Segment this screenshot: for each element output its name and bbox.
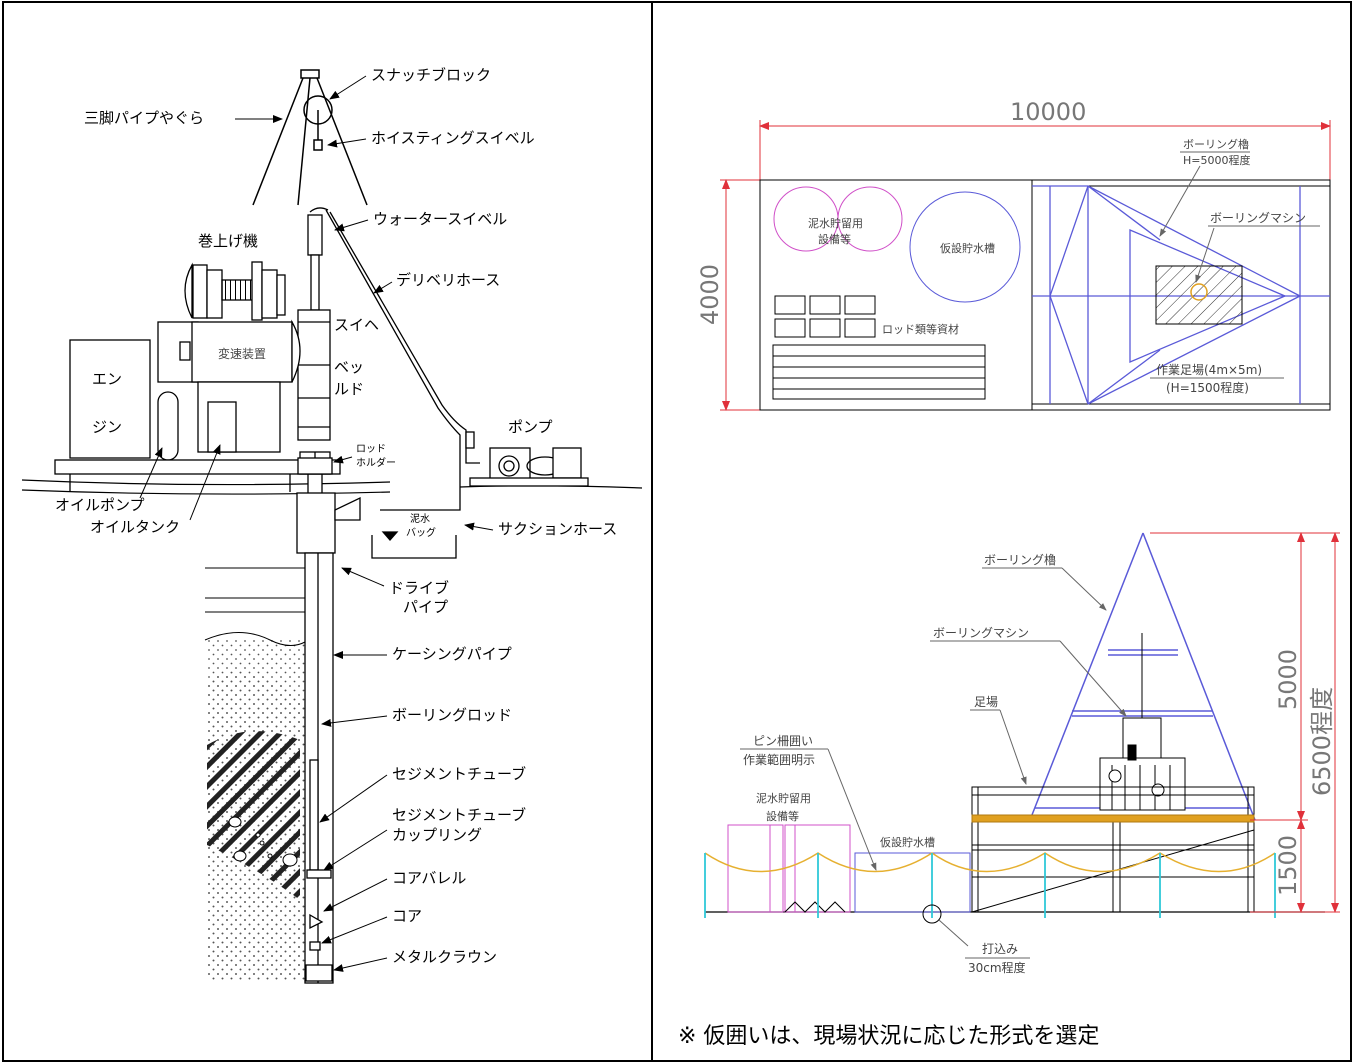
svg-text:エン: エン xyxy=(92,370,122,388)
dim-1500-label: 1500 xyxy=(1274,835,1302,896)
label-mud-storage-elev-2: 設備等 xyxy=(766,809,799,823)
svg-text:ホルダー: ホルダー xyxy=(356,456,396,469)
label-delivery-hose: デリベリホース xyxy=(396,271,500,289)
label-oil-tank: オイルタンク xyxy=(90,518,180,536)
mud-storage-elevation xyxy=(727,824,851,913)
soil-boundary xyxy=(204,632,306,646)
label-casing-pipe: ケーシングパイプ xyxy=(392,645,512,663)
mud-storage-base xyxy=(784,901,846,913)
svg-text:ロッド: ロッド xyxy=(356,444,386,455)
hoist xyxy=(184,261,286,321)
label-engine: エン ジン xyxy=(92,370,122,436)
water-tank-elevation xyxy=(854,852,971,913)
clay-layer xyxy=(207,731,300,900)
label-metal-crown: メタルクラウン xyxy=(392,948,497,966)
label-hoist: 巻上げ機 xyxy=(198,232,258,250)
label-tripod: 三脚パイプやぐら xyxy=(84,109,204,127)
boring-machine-elevation xyxy=(1099,633,1186,811)
label-fence-1: ピン柵囲い xyxy=(753,734,813,748)
label-tower-elevation: ボーリング櫓 xyxy=(984,553,1056,567)
label-sediment-coupling: セジメントチューブ カップリング xyxy=(392,806,526,844)
label-suction-hose: サクションホース xyxy=(498,520,617,538)
svg-text:セジメントチューブ: セジメントチューブ xyxy=(392,806,526,824)
label-driven-1: 打込み xyxy=(982,942,1018,956)
delivery-hose xyxy=(325,209,461,511)
svg-text:ドライブ: ドライブ xyxy=(389,579,449,597)
water-tank-circle xyxy=(909,191,1021,303)
label-swivel-head: スイヘ ベッ ルド xyxy=(334,316,379,398)
label-sediment-tube: セジメントチューブ xyxy=(392,765,526,783)
dim-6500-label: 6500程度 xyxy=(1308,687,1336,796)
transmission-unit xyxy=(157,319,301,453)
dim-5000-label: 5000 xyxy=(1274,649,1302,710)
casing-string xyxy=(296,492,361,984)
label-core-barrel: コアバレル xyxy=(392,869,466,887)
tower-elevation xyxy=(1029,532,1256,821)
label-driven-2: 30cm程度 xyxy=(968,960,1026,975)
svg-text:カップリング: カップリング xyxy=(392,826,482,844)
pump-unit xyxy=(465,431,589,487)
label-tower-plan-2: H=5000程度 xyxy=(1183,153,1250,167)
scaffold-outline xyxy=(1031,179,1331,411)
delivery-hose-2 xyxy=(329,211,480,464)
label-oil-pump: オイルポンプ xyxy=(55,496,145,514)
scaffold-platform xyxy=(971,814,1255,823)
note-text: ※ 仮囲いは、現場状況に応じた形式を選定 xyxy=(678,1024,1099,1049)
svg-text:パイプ: パイプ xyxy=(403,598,448,616)
pin-depth-marker xyxy=(922,904,942,924)
label-machine-plan: ボーリングマシン xyxy=(1210,211,1306,225)
rod-material-stack xyxy=(772,344,986,400)
elevation-view: 打込み 30cm程度 ボーリング櫓 ボーリングマシン 足場 ピン柵囲い 作業範囲… xyxy=(704,532,1340,975)
svg-text:バッグ: バッグ xyxy=(406,526,436,539)
fence-rope xyxy=(704,852,1276,873)
label-scaffold-elevation: 足場 xyxy=(974,695,998,709)
kelly-column xyxy=(297,207,331,495)
rod-material-boxes xyxy=(774,295,876,338)
plan-view: 10000 4000 ボーリング櫓 H=5000 xyxy=(696,98,1331,411)
gravel-stones xyxy=(228,816,298,867)
label-mud-storage-elev-1: 泥水貯留用 xyxy=(756,792,811,805)
svg-text:ベッ: ベッ xyxy=(334,358,364,376)
label-hoisting-swivel: ホイスティングスイベル xyxy=(371,129,535,147)
svg-text:スイヘ: スイヘ xyxy=(334,316,379,334)
tripod xyxy=(252,69,368,206)
label-core: コア xyxy=(392,907,422,925)
label-scaffold-plan-2: (H=1500程度) xyxy=(1166,380,1249,395)
label-scaffold-plan-1: 作業足場(4m×5m) xyxy=(1156,363,1262,377)
dim-width-label: 10000 xyxy=(1010,98,1086,126)
scaffold-elevation xyxy=(971,786,1255,913)
label-water-tank-plan: 仮設貯水槽 xyxy=(940,241,995,255)
label-transmission: 変速装置 xyxy=(218,346,266,361)
dim-height-label: 4000 xyxy=(696,264,724,325)
label-mud-storage-plan-2: 設備等 xyxy=(818,232,851,246)
strata-lines xyxy=(205,567,305,613)
tower-plan xyxy=(1032,185,1330,405)
label-drive-pipe: ドライブ パイプ xyxy=(389,579,449,616)
svg-text:ルド: ルド xyxy=(334,380,364,398)
boring-machine-plan xyxy=(1155,265,1243,325)
label-fence-2: 作業範囲明示 xyxy=(743,752,815,767)
mud-bag xyxy=(371,531,457,559)
elevation-dimensions xyxy=(1150,532,1340,913)
label-pump: ポンプ xyxy=(508,418,553,436)
label-tower-plan-1: ボーリング櫓 xyxy=(1183,137,1249,151)
label-mud-bag: 泥水 バッグ xyxy=(406,512,436,539)
label-snatch-block: スナッチブロック xyxy=(371,66,491,84)
label-water-swivel: ウォータースイベル xyxy=(373,210,507,228)
boring-rig-diagram: 三脚パイプやぐら スナッチブロック ホイスティングスイベル ウォータースイベル … xyxy=(21,66,643,984)
label-rod-holder: ロッド ホルダー xyxy=(356,444,396,469)
fence-pins xyxy=(704,853,1276,918)
skid-base xyxy=(54,457,341,492)
svg-text:泥水: 泥水 xyxy=(410,512,430,525)
label-water-tank-elev: 仮設貯水槽 xyxy=(880,835,935,849)
svg-text:ジン: ジン xyxy=(92,418,122,436)
mud-storage-circle-2 xyxy=(837,186,903,252)
label-rod-materials: ロッド類等資材 xyxy=(882,322,959,336)
label-boring-rod: ボーリングロッド xyxy=(392,706,512,724)
label-machine-elevation: ボーリングマシン xyxy=(933,626,1029,640)
label-mud-storage-plan-1: 泥水貯留用 xyxy=(808,217,863,230)
engine xyxy=(69,339,179,461)
